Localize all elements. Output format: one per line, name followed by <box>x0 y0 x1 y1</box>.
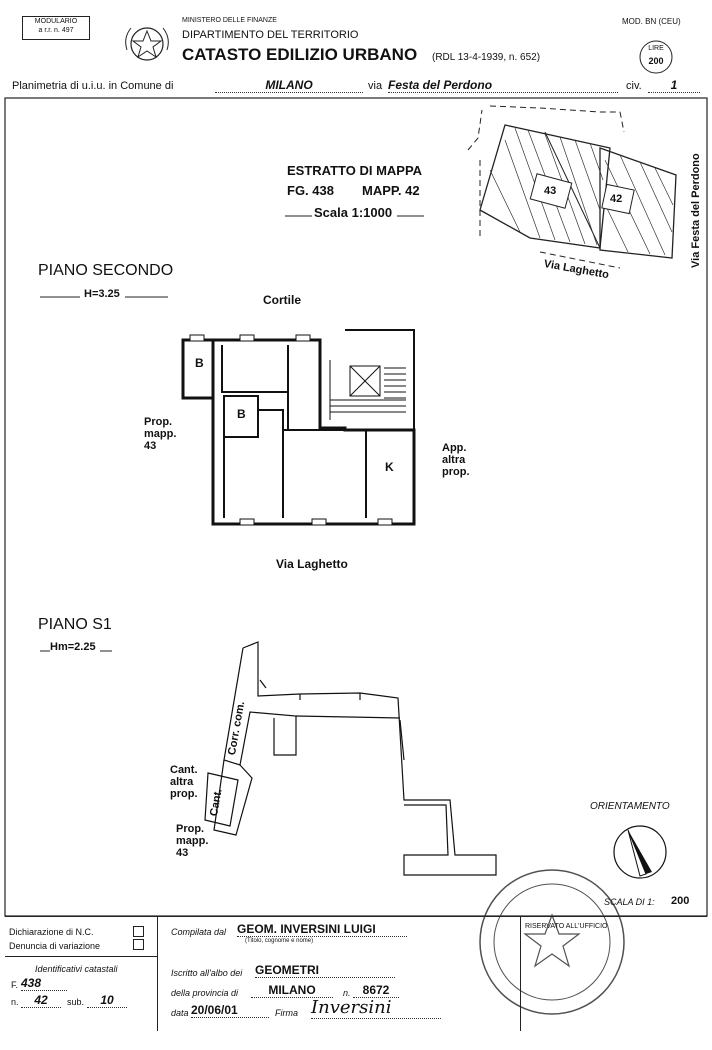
lire-value: 200 <box>648 56 664 66</box>
s1-prop-line3: 43 <box>176 847 189 859</box>
floor-plan-piano-secondo <box>181 329 416 526</box>
scala-value: 200 <box>671 895 690 907</box>
civ-value: 1 <box>648 78 700 93</box>
app-line2: altra <box>442 454 466 466</box>
titolo-hint: (Titolo, cognome e nome) <box>245 938 314 944</box>
estratto-scala: Scala 1:1000 <box>314 205 393 220</box>
cant-altra-prop: Cant. altra prop. <box>170 764 198 800</box>
plan-via-laghetto: Via Laghetto <box>276 557 348 571</box>
identificativi-label: Identificativi catastali <box>35 964 118 974</box>
scala-label: SCALA DI 1: <box>604 897 655 907</box>
firma-label: Firma <box>275 1008 298 1018</box>
dichiarazione-label: Dichiarazione di N.C. <box>9 927 94 937</box>
floor-plan-piano-s1 <box>204 641 497 876</box>
riservato-label: RISERVATO ALL'UFFICIO <box>525 923 608 930</box>
estratto-mapp: MAPP. 42 <box>362 183 420 198</box>
compilata-label: Compilata dal <box>171 927 227 937</box>
cant-altra-line1: Cant. <box>170 764 198 776</box>
cortile-label: Cortile <box>263 293 302 307</box>
denuncia-checkbox[interactable] <box>133 939 144 950</box>
staircase <box>329 360 406 420</box>
footer-form: Dichiarazione di N.C. Denuncia di variaz… <box>5 916 707 1031</box>
republic-emblem-icon <box>125 27 169 61</box>
n-value: 42 <box>21 993 61 1008</box>
parcel-43-label: 43 <box>544 185 557 197</box>
prop-line1: Prop. <box>144 416 173 428</box>
piano-s1-height: Hm=2.25 <box>50 641 96 653</box>
piano-s1-title: PIANO S1 <box>38 616 112 633</box>
room-b1: B <box>195 356 204 370</box>
n-label: n. <box>11 997 19 1007</box>
provincia-label: della provincia di <box>171 988 239 998</box>
data-label: data <box>171 1008 189 1018</box>
prop-mapp-43-left: Prop. mapp. 43 <box>144 416 176 452</box>
modulario-box: MODULARIO a r.r. n. 497 <box>22 16 90 40</box>
piano-secondo-title: PIANO SECONDO <box>38 262 174 279</box>
iscritto-value: GEOMETRI <box>255 963 395 978</box>
catasto-title: CATASTO EDILIZIO URBANO <box>182 45 418 64</box>
compilata-value: GEOM. INVERSINI LUIGI <box>237 922 407 937</box>
via-label: via <box>368 80 383 92</box>
room-b2: B <box>237 407 246 421</box>
num-label: n. <box>343 988 351 998</box>
denuncia-label: Denuncia di variazione <box>9 941 101 951</box>
sub-label: sub. <box>67 997 85 1007</box>
left-box: Dichiarazione di N.C. Denuncia di variaz… <box>5 917 158 1031</box>
mod-label: MOD. BN (CEU) <box>622 17 681 26</box>
s1-prop-mapp-43: Prop. mapp. 43 <box>176 823 208 859</box>
firma-signature: Inversini <box>311 997 441 1019</box>
data-value: 20/06/01 <box>191 1003 269 1018</box>
app-line3: prop. <box>442 466 470 478</box>
planimetria-prefix: Planimetria di u.i.u. in Comune di <box>12 80 174 92</box>
lire-stamp-circle <box>639 40 673 74</box>
modulario-line2: a r.r. n. 497 <box>38 27 74 34</box>
compass-icon <box>613 825 667 879</box>
map-extract <box>467 105 677 269</box>
rdl-label: (RDL 13-4-1939, n. 652) <box>432 52 541 63</box>
department-label: DIPARTIMENTO DEL TERRITORIO <box>182 29 359 41</box>
cant-altra-line3: prop. <box>170 788 198 800</box>
orientamento-label: ORIENTAMENTO <box>590 801 670 812</box>
comune-value: MILANO <box>215 78 363 93</box>
estratto-title: ESTRATTO DI MAPPA <box>287 163 423 178</box>
sub-value: 10 <box>87 993 127 1008</box>
f-value: 438 <box>21 976 67 991</box>
lire-label: LIRE <box>648 45 664 52</box>
app-line1: App. <box>442 442 467 454</box>
s1-prop-line2: mapp. <box>176 835 209 847</box>
prop-line3: 43 <box>144 440 157 452</box>
map-via-festa: Via Festa del Perdono <box>690 153 702 268</box>
windows <box>189 334 393 526</box>
civ-label: civ. <box>626 80 642 92</box>
cant-altra-line2: altra <box>170 776 194 788</box>
s1-prop-line1: Prop. <box>176 823 205 835</box>
office-seal-stamp <box>479 869 625 1015</box>
iscritto-label: Iscritto all'albo dei <box>171 968 243 978</box>
modulario-line1: MODULARIO <box>34 18 78 25</box>
app-altra-prop: App. altra prop. <box>442 442 470 478</box>
room-k: K <box>385 460 394 474</box>
dichiarazione-checkbox[interactable] <box>133 926 144 937</box>
ministry-label: MINISTERO DELLE FINANZE <box>182 17 277 24</box>
provincia-value: MILANO <box>251 983 333 998</box>
f-label: F. <box>11 980 19 990</box>
piano-secondo-height: H=3.25 <box>84 288 120 300</box>
estratto-fg: FG. 438 <box>287 183 334 198</box>
num-value: 8672 <box>353 983 399 998</box>
prop-line2: mapp. <box>144 428 177 440</box>
drawing-frame <box>4 97 708 917</box>
via-value: Festa del Perdono <box>388 78 618 93</box>
parcel-42-label: 42 <box>610 193 623 205</box>
